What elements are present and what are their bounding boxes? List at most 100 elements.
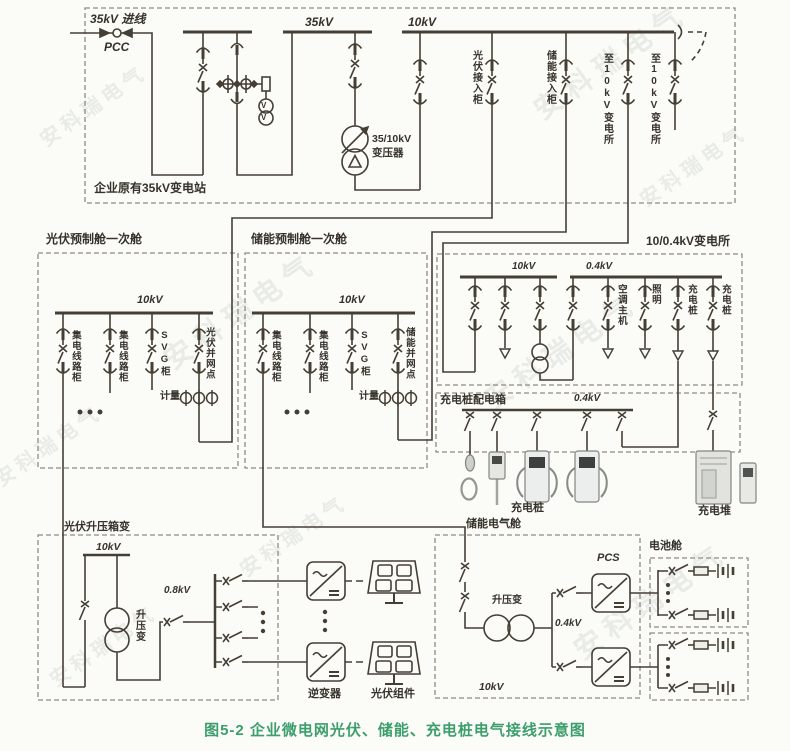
feeder-label: SVG柜 xyxy=(158,330,170,377)
inverter-pv-area xyxy=(306,560,421,685)
future-tie-icon xyxy=(677,24,683,40)
substation-10-04-box xyxy=(436,253,743,386)
boost-ellipsis-icon xyxy=(260,610,266,634)
ess-transformer-label: 升压变 xyxy=(492,595,522,606)
withdrawable-breaker-icon xyxy=(558,54,574,110)
pcc-point-icon xyxy=(112,28,122,38)
feeder-pv-access-label: 光伏接入柜 xyxy=(470,50,482,105)
fuse-icon xyxy=(692,640,710,650)
ess-electrical-title: 储能电气舱 xyxy=(466,518,521,530)
feeder-ess-access-label: 储能接入柜 xyxy=(544,50,556,105)
switch-icon xyxy=(222,654,249,667)
pcc-label: PCC xyxy=(104,40,130,54)
switch-icon xyxy=(668,607,695,620)
withdrawable-breaker-icon xyxy=(670,280,686,336)
boost-lv-label: 0.8kV xyxy=(164,585,191,596)
charging-pile-label: 充电桩 xyxy=(511,502,544,514)
pv-boost-linework xyxy=(63,555,307,688)
feeder-to-substation-label: 至10kV变电所 xyxy=(648,53,660,145)
substation-10-04-title: 10/0.4kV变电所 xyxy=(646,234,731,248)
charging-stack-icon xyxy=(695,450,757,505)
withdrawable-breaker-icon xyxy=(497,280,513,336)
voltage-transformer-icon xyxy=(258,110,274,126)
switch-icon xyxy=(668,563,695,576)
ess-hv-label: 10kV xyxy=(479,681,504,693)
charging-pile-icon xyxy=(516,450,558,503)
bus-35kv-label: 35kV xyxy=(305,15,334,29)
switch-icon xyxy=(490,411,502,438)
feeder-label: 集电线路柜 xyxy=(69,330,81,383)
pv-cabin-title: 光伏预制舱一次舱 xyxy=(46,232,143,246)
withdrawable-breaker-icon xyxy=(144,323,160,379)
switch-icon xyxy=(463,411,475,438)
feeder-label: 集电线路柜 xyxy=(269,330,281,383)
pv-cabin-linework xyxy=(62,313,200,687)
battery-cabin-title: 电池舱 xyxy=(649,540,682,552)
switch-icon xyxy=(458,592,470,619)
ess-transformer-icon xyxy=(483,614,511,642)
charger-box-title: 充电桩配电箱 xyxy=(440,394,506,406)
switch-icon xyxy=(580,411,592,438)
battery-icon xyxy=(716,562,735,580)
metering-ct-icon xyxy=(391,389,405,407)
withdrawable-breaker-icon xyxy=(484,54,500,110)
incoming-line-label: 35kV 进线 xyxy=(90,12,146,26)
transformer-label: 35/10kV xyxy=(372,133,412,145)
bus-10kv-label: 10kV xyxy=(408,15,437,29)
pv-module-icon xyxy=(367,641,421,685)
withdrawable-breaker-icon xyxy=(255,323,271,379)
battery-linework xyxy=(657,570,716,689)
withdrawable-breaker-icon xyxy=(467,280,483,336)
fuse-icon xyxy=(692,566,710,576)
switch-icon xyxy=(530,411,542,438)
ess-cabin-ellipsis-icon xyxy=(284,409,310,415)
metering-ct-icon xyxy=(205,389,219,407)
switch-icon xyxy=(706,410,718,437)
outgoing-arrow-icon xyxy=(672,350,684,361)
wallbox-charger-icon xyxy=(488,451,506,505)
outgoing-arrow-icon xyxy=(602,348,614,359)
metering-ct-icon xyxy=(179,389,193,407)
pv-cabin-bus-label: 10kV xyxy=(137,294,163,306)
pv-boost-box xyxy=(37,534,279,701)
feeder-label: SVG柜 xyxy=(358,330,370,377)
battery-ellipsis-icon xyxy=(666,583,670,677)
outgoing-arrow-icon xyxy=(707,350,719,361)
transformer-10-04-icon xyxy=(531,343,549,361)
ess-cabin-linework xyxy=(262,313,466,562)
switch-icon xyxy=(615,411,627,438)
switch-icon xyxy=(458,562,470,589)
metering-label: 计量 xyxy=(359,391,379,402)
pcc-arrow-right-icon xyxy=(99,27,111,39)
switch-icon xyxy=(668,637,695,650)
feeder-label: 充电桩 xyxy=(685,284,697,316)
pv-module-label: 光伏组件 xyxy=(371,688,415,700)
pcs-label: PCS xyxy=(597,552,620,564)
feeder-label: 空调主机 xyxy=(615,284,627,326)
battery-icon xyxy=(716,636,735,654)
pv-boost-title: 光伏升压箱变 xyxy=(64,521,130,533)
withdrawable-breaker-icon xyxy=(600,280,616,336)
switch-icon xyxy=(222,599,249,612)
substation-10-04-linework xyxy=(474,277,714,453)
charger-box-linework xyxy=(469,437,623,456)
charging-pile-icon xyxy=(566,450,608,503)
ess-electrical-linework xyxy=(464,573,658,687)
boost-bus-label: 10kV xyxy=(96,541,121,553)
ess-lv-label: 0.4kV xyxy=(555,618,582,629)
withdrawable-breaker-icon xyxy=(195,42,211,98)
outgoing-arrow-icon xyxy=(499,348,511,359)
withdrawable-breaker-icon xyxy=(347,38,363,94)
boost-transformer-label: 升压变 xyxy=(133,609,145,642)
ess-prefab-cabin-box xyxy=(244,252,428,469)
busbars xyxy=(55,30,722,668)
withdrawable-breaker-icon xyxy=(344,323,360,379)
transformer-label: 变压器 xyxy=(372,147,404,159)
switch-icon xyxy=(222,573,249,586)
ess-cabin-title: 储能预制舱一次舱 xyxy=(251,232,348,246)
pv-module-icon xyxy=(367,560,421,604)
withdrawable-breaker-icon xyxy=(102,323,118,379)
withdrawable-breaker-icon xyxy=(620,54,636,110)
